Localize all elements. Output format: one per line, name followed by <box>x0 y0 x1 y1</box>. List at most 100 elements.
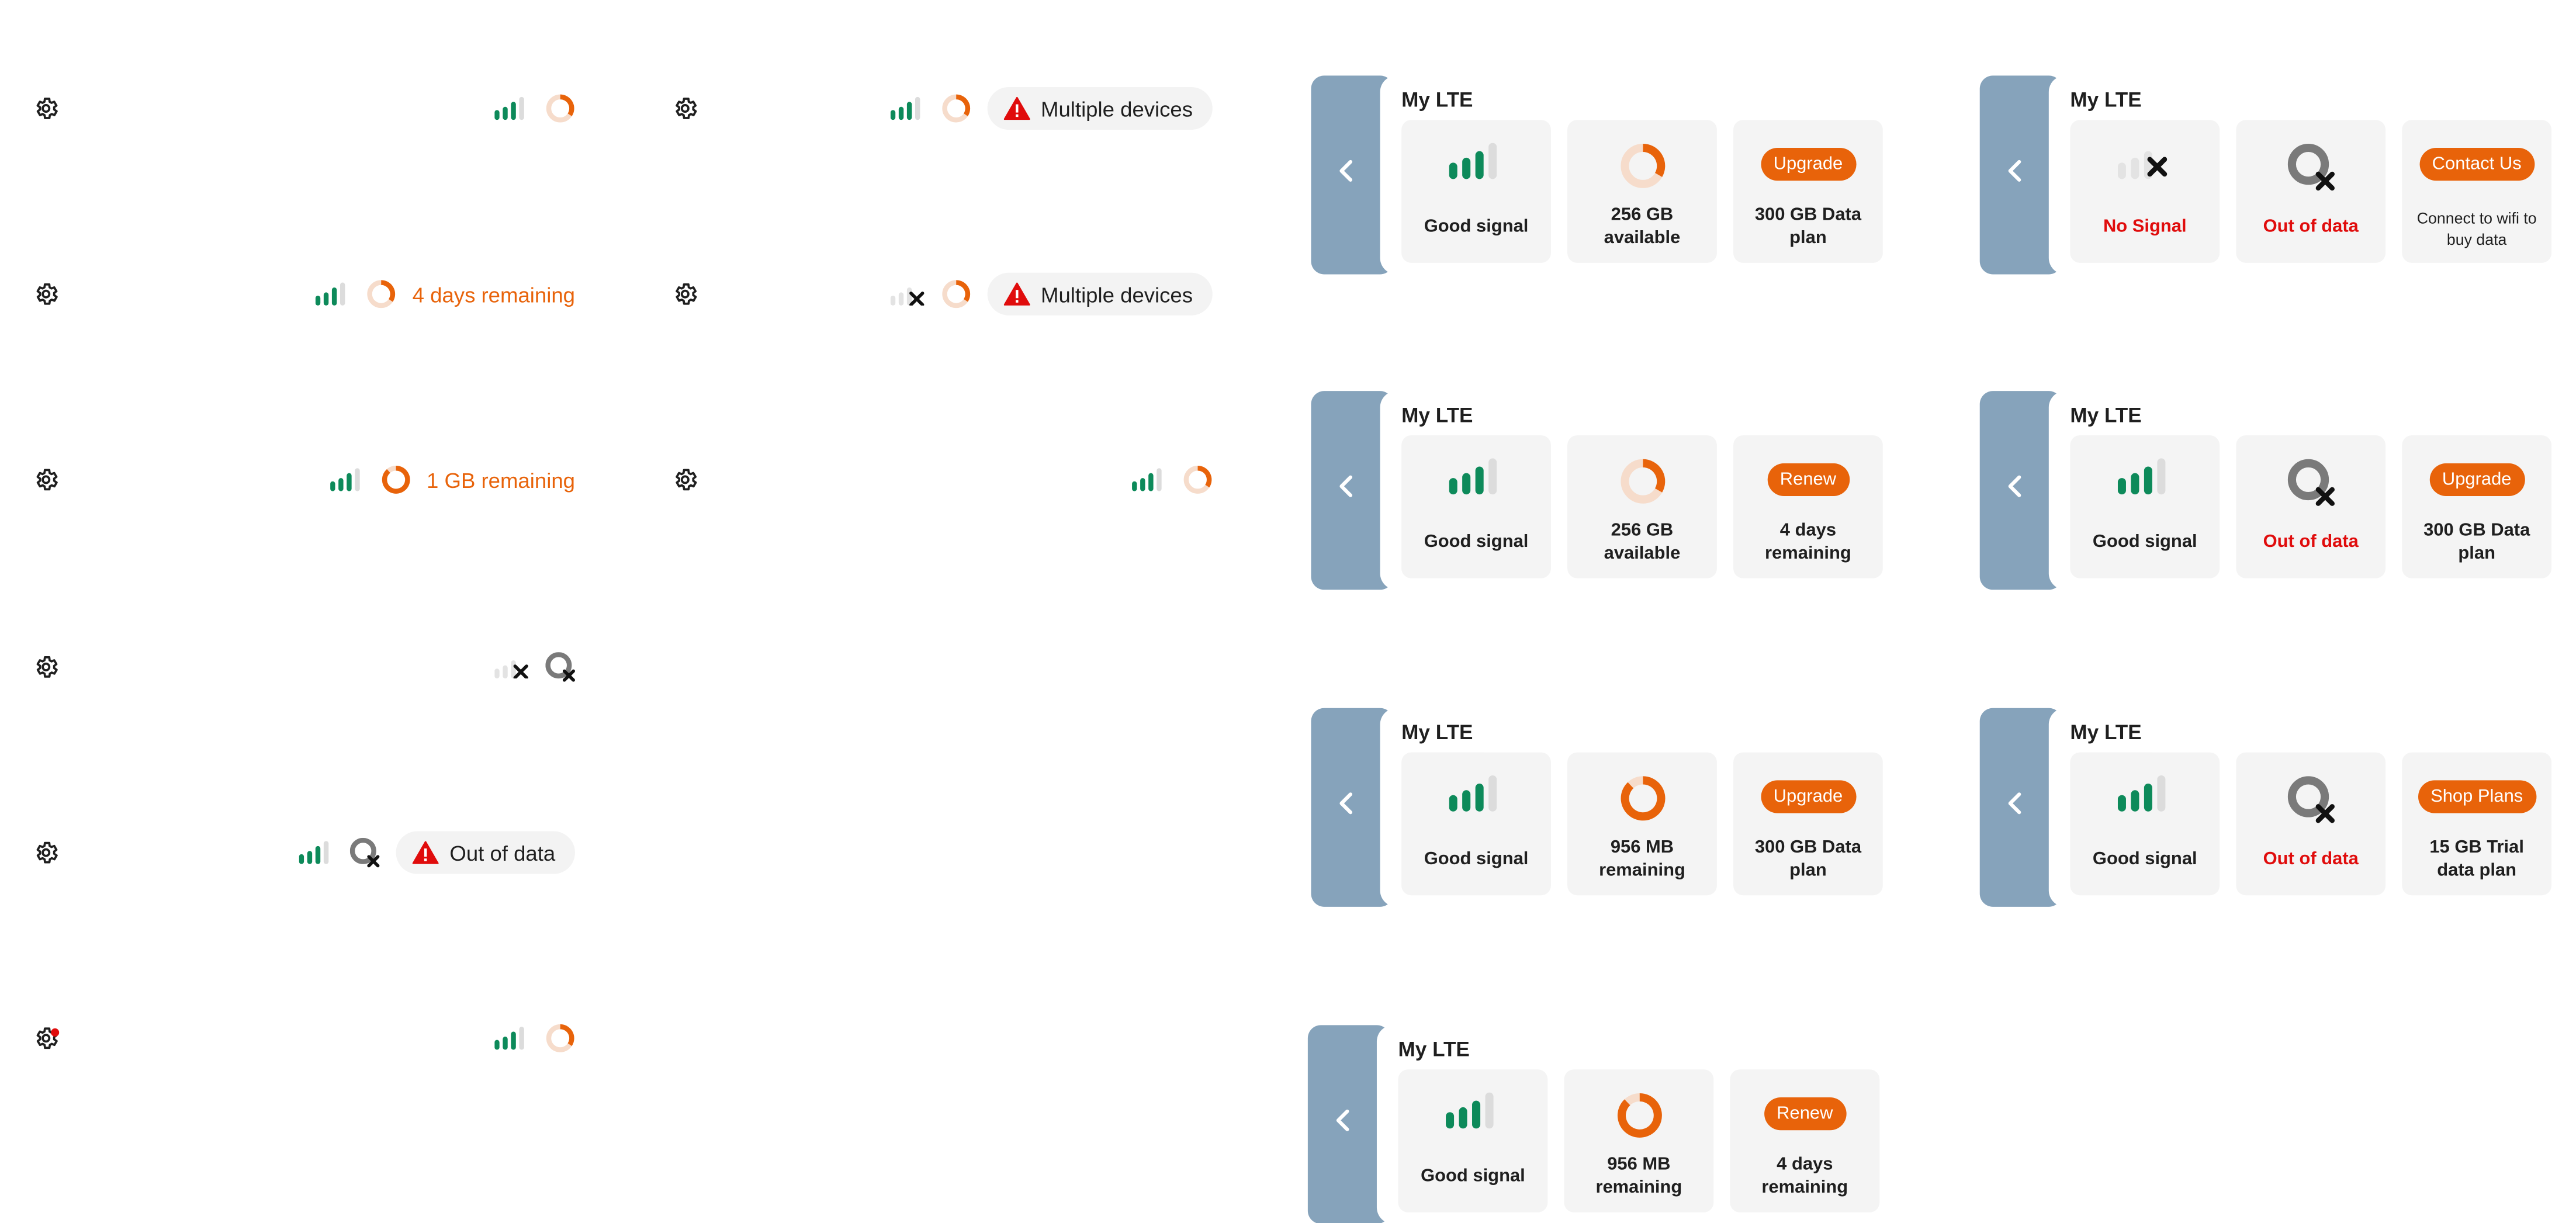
gear-icon <box>33 466 59 493</box>
chevron-left-icon <box>2006 160 2023 190</box>
lte-card: My LTE Good signal 956 MB remaining Upgr… <box>1311 708 1886 907</box>
gear-icon <box>33 840 59 866</box>
plan-tile: Shop Plans 15 GB Trial data plan <box>2402 752 2552 896</box>
upgrade-button[interactable]: Upgrade <box>1760 780 1856 813</box>
signal-good-icon <box>1445 1092 1501 1129</box>
plan-label: 300 GB Data plan <box>1754 205 1862 248</box>
warning-icon <box>1003 96 1030 120</box>
signal-label: Good signal <box>1424 849 1529 869</box>
signal-none-icon <box>494 656 529 679</box>
notification-badge <box>51 1028 60 1037</box>
back-button[interactable] <box>1980 708 2049 907</box>
signal-none-icon <box>2117 143 2173 179</box>
signal-good-icon <box>330 468 364 491</box>
signal-tile[interactable]: Good signal <box>2070 752 2220 896</box>
chevron-left-icon <box>2006 792 2023 823</box>
status-bar: Multiple devices <box>672 84 1213 133</box>
lte-card: My LTE Good signal Out of data Shop Plan… <box>1979 708 2576 907</box>
signal-label: Good signal <box>1424 217 1529 237</box>
settings-button[interactable] <box>33 95 59 122</box>
data-tile[interactable]: Out of data <box>2236 752 2386 896</box>
signal-good-icon <box>494 1027 529 1050</box>
chevron-left-icon <box>1337 474 1353 505</box>
contact-us-button[interactable]: Contact Us <box>2419 148 2535 181</box>
signal-tile[interactable]: Good signal <box>1401 435 1551 578</box>
upgrade-button[interactable]: Upgrade <box>2429 463 2525 497</box>
card-title: My LTE <box>2070 721 2142 744</box>
settings-button[interactable] <box>33 281 59 307</box>
status-bar <box>672 455 1213 504</box>
out-of-data-icon <box>349 837 379 868</box>
settings-button[interactable] <box>33 466 59 493</box>
back-button[interactable] <box>1308 1025 1377 1223</box>
days-remaining-text: 4 days remaining <box>412 282 575 307</box>
card-panel: My LTE Good signal Out of data Upgrade 3… <box>2048 391 2576 590</box>
data-tile[interactable]: Out of data <box>2236 120 2386 263</box>
data-tile[interactable]: 256 GB available <box>1567 120 1717 263</box>
back-button[interactable] <box>1980 391 2049 590</box>
settings-button[interactable] <box>33 1025 60 1051</box>
renew-button[interactable]: Renew <box>1767 463 1850 497</box>
settings-button[interactable] <box>672 281 698 307</box>
gear-icon <box>33 654 59 680</box>
status-bar <box>33 642 575 691</box>
data-ring-low-icon <box>545 93 575 123</box>
status-bar <box>33 84 575 133</box>
signal-none-icon <box>889 283 924 306</box>
renew-button[interactable]: Renew <box>1763 1097 1846 1131</box>
upgrade-button[interactable]: Upgrade <box>1760 148 1856 181</box>
gear-icon <box>672 281 698 307</box>
signal-tile[interactable]: Good signal <box>2070 435 2220 578</box>
back-button[interactable] <box>1311 75 1380 274</box>
card-title: My LTE <box>2070 404 2142 427</box>
card-title: My LTE <box>1401 88 1473 112</box>
card-back-panel <box>1307 1025 1390 1223</box>
settings-button[interactable] <box>33 654 59 680</box>
plan-label: 4 days remaining <box>1765 521 1851 564</box>
warning-icon <box>411 841 438 864</box>
lte-card: My LTE Good signal Out of data Upgrade 3… <box>1979 391 2576 590</box>
data-tile[interactable]: 956 MB remaining <box>1567 752 1717 896</box>
card-title: My LTE <box>2070 88 2142 112</box>
lte-card: My LTE Good signal 256 GB available Rene… <box>1311 391 1886 590</box>
signal-tile[interactable]: Good signal <box>1398 1069 1548 1212</box>
signal-tile[interactable]: Good signal <box>1401 120 1551 263</box>
signal-good-icon <box>1132 468 1166 491</box>
settings-button[interactable] <box>33 840 59 866</box>
lte-card: My LTE Good signal 256 GB available Upgr… <box>1311 75 1886 275</box>
card-panel: My LTE Good signal Out of data Shop Plan… <box>2048 708 2576 907</box>
data-tile[interactable]: 256 GB available <box>1567 435 1717 578</box>
gear-icon <box>33 95 59 122</box>
card-back-panel <box>1979 391 2062 590</box>
chip-label: Out of data <box>449 840 556 865</box>
plan-label: 15 GB Trial data plan <box>2429 837 2524 881</box>
settings-button[interactable] <box>672 95 698 122</box>
plan-tile: Upgrade 300 GB Data plan <box>1733 120 1883 263</box>
out-of-data-chip[interactable]: Out of data <box>395 831 575 874</box>
data-ring-low-icon <box>1183 465 1213 495</box>
signal-label: Good signal <box>1424 532 1529 552</box>
data-label: 256 GB available <box>1604 521 1681 564</box>
lte-card: My LTE Good signal 956 MB remaining Rene… <box>1307 1025 1883 1223</box>
data-label: 956 MB remaining <box>1599 837 1685 881</box>
data-tile[interactable]: 956 MB remaining <box>1564 1069 1714 1212</box>
chevron-left-icon <box>2006 474 2023 505</box>
data-tile[interactable]: Out of data <box>2236 435 2386 578</box>
back-button[interactable] <box>1980 75 2049 274</box>
shop-plans-button[interactable]: Shop Plans <box>2417 780 2536 813</box>
multiple-devices-chip[interactable]: Multiple devices <box>986 272 1213 316</box>
chip-label: Multiple devices <box>1041 96 1193 121</box>
signal-tile[interactable]: Good signal <box>1401 752 1551 896</box>
data-ring-icon <box>366 279 396 309</box>
back-button[interactable] <box>1311 708 1380 907</box>
data-ring-icon <box>1619 775 1666 822</box>
data-ring-icon <box>380 465 410 495</box>
data-ring-low-icon <box>545 1024 575 1054</box>
signal-tile[interactable]: No Signal <box>2070 120 2220 263</box>
signal-label: Good signal <box>2092 532 2197 552</box>
settings-button[interactable] <box>672 466 698 493</box>
gear-icon <box>672 466 698 493</box>
back-button[interactable] <box>1311 391 1380 590</box>
multiple-devices-chip[interactable]: Multiple devices <box>986 87 1213 130</box>
